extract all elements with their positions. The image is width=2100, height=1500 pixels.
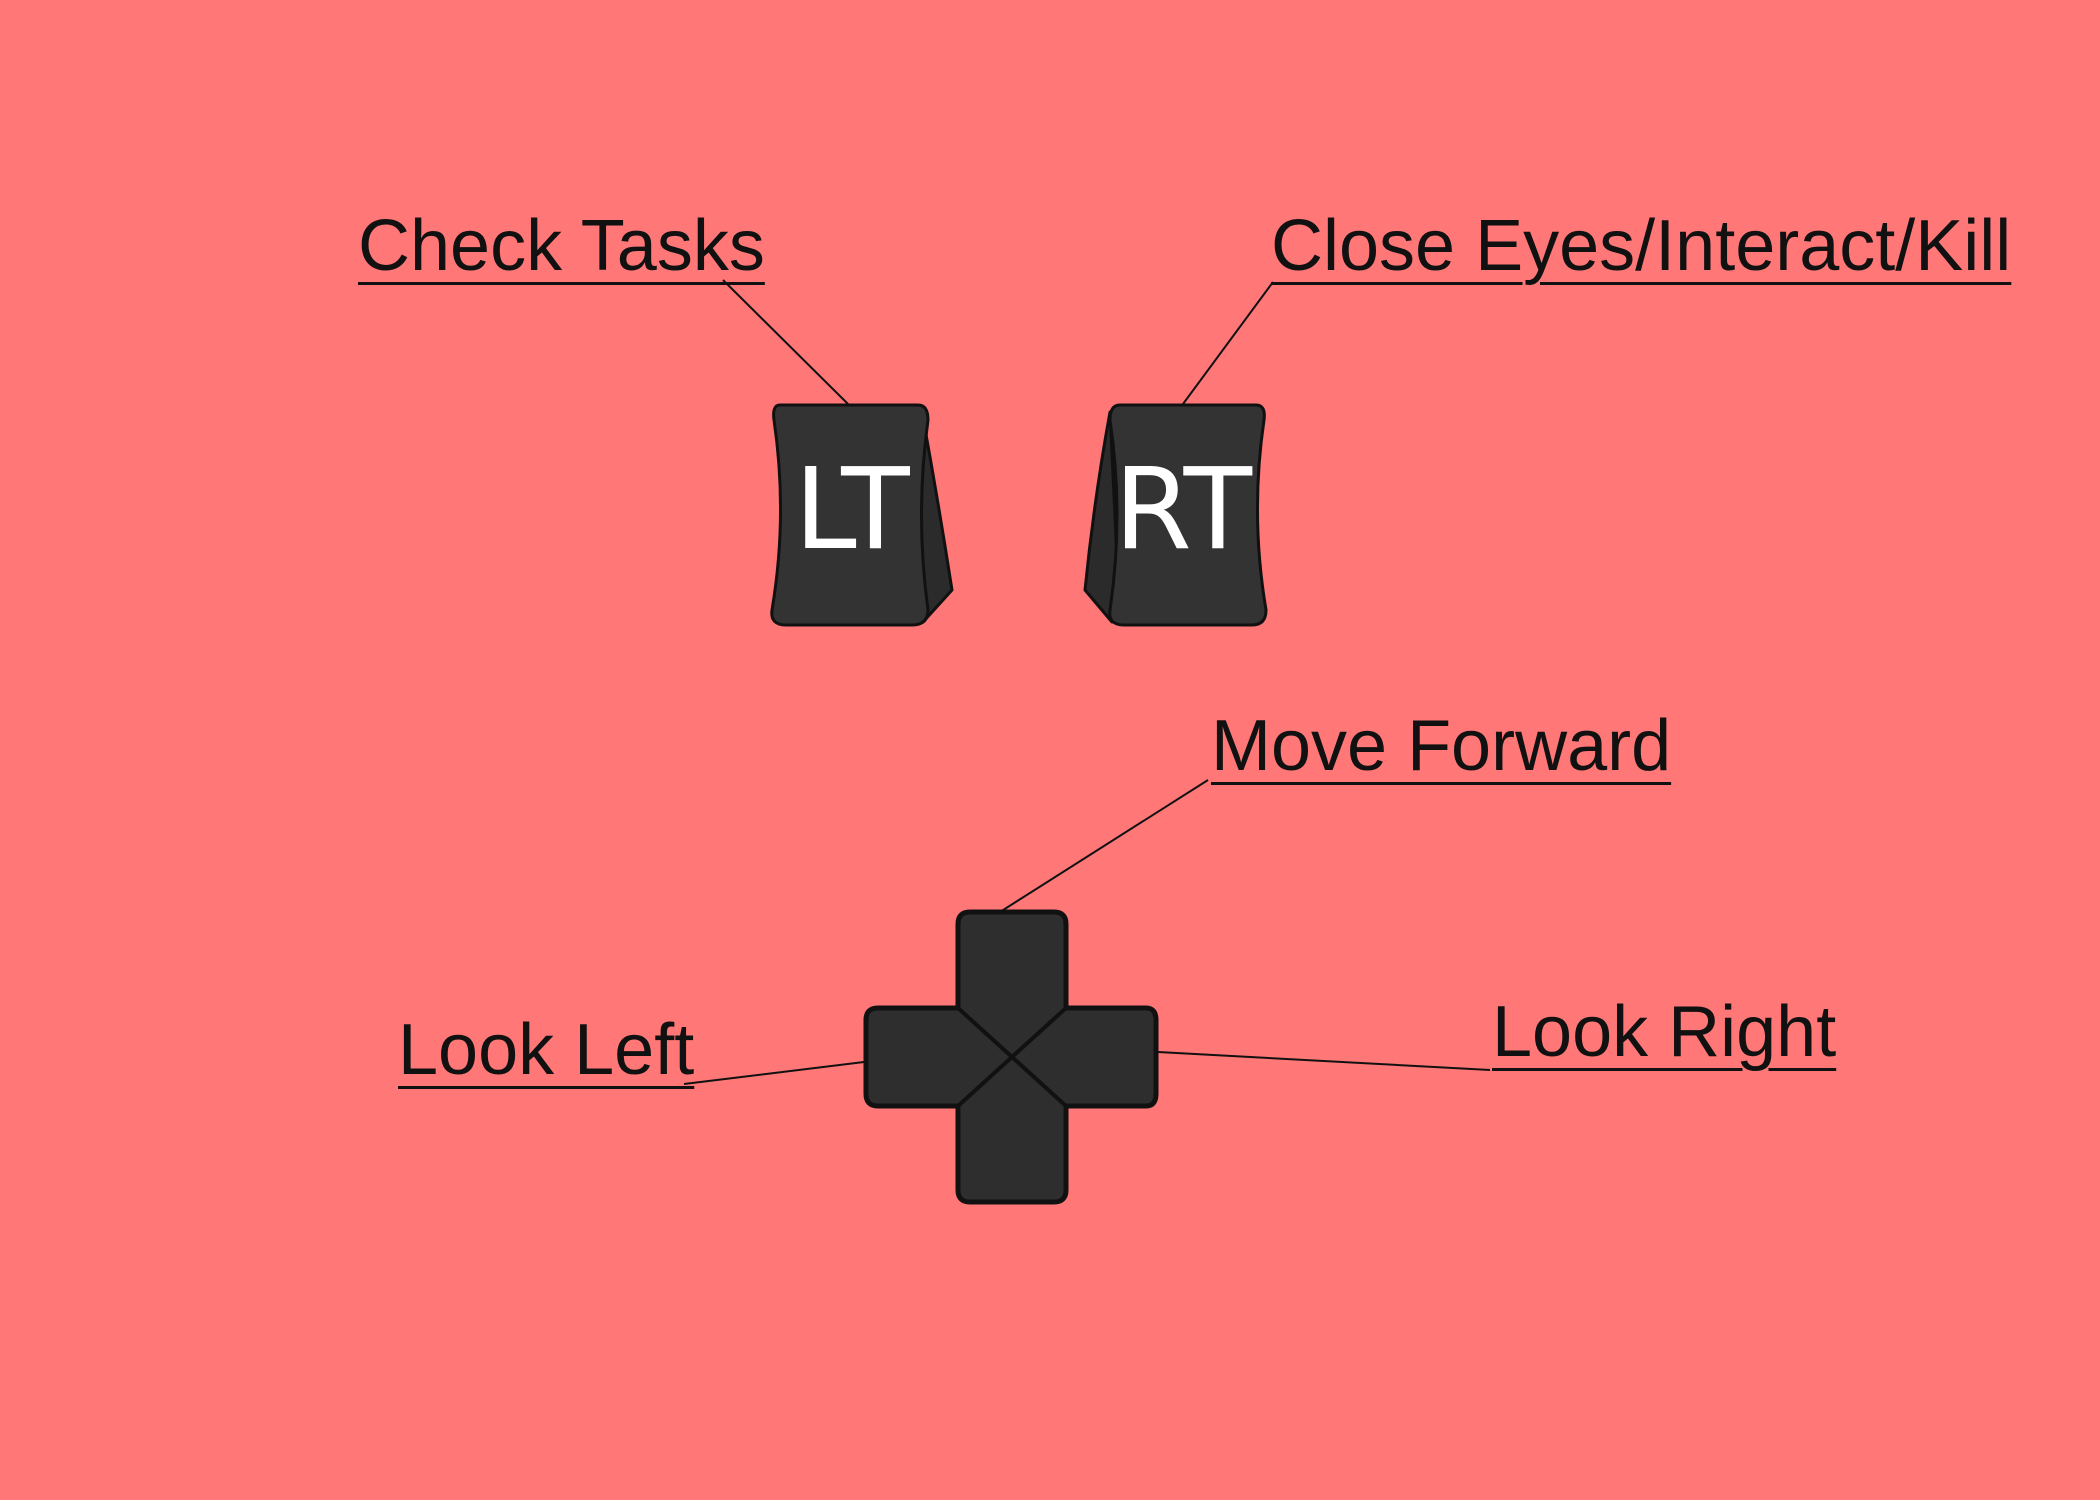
rt-trigger-button[interactable]: RT	[1083, 403, 1268, 627]
leader-line-look-right	[1157, 1051, 1491, 1071]
leader-line-check-tasks	[722, 279, 849, 405]
dpad-diagonals	[956, 1006, 1068, 1108]
dpad-up-button[interactable]	[958, 912, 1066, 1008]
label-look-right: Look Right	[1492, 992, 1837, 1072]
dpad-left-button[interactable]	[866, 1008, 958, 1106]
rt-trigger-face	[1108, 403, 1268, 627]
leader-line-look-left	[683, 1061, 865, 1085]
dpad-diagonal-b	[956, 1006, 1068, 1108]
label-close-eyes-interact-kill: Close Eyes/Interact/Kill	[1271, 206, 2012, 286]
lt-trigger-button[interactable]: LT	[770, 403, 954, 627]
dpad-down-button[interactable]	[958, 1106, 1066, 1202]
lt-key-label: LT	[794, 445, 910, 575]
label-move-forward: Move Forward	[1211, 706, 1672, 786]
leader-line-close-eyes	[1182, 281, 1274, 405]
rt-key-label: RT	[1114, 445, 1253, 575]
leader-lines	[683, 279, 1491, 1085]
dpad-right-button[interactable]	[1066, 1008, 1156, 1106]
rt-trigger-side	[1083, 410, 1122, 624]
label-check-tasks: Check Tasks	[358, 206, 765, 286]
label-look-left: Look Left	[398, 1010, 695, 1090]
dpad-icon[interactable]	[863, 909, 1159, 1205]
lt-trigger-face	[770, 403, 930, 627]
leader-line-move-forward	[999, 779, 1209, 913]
